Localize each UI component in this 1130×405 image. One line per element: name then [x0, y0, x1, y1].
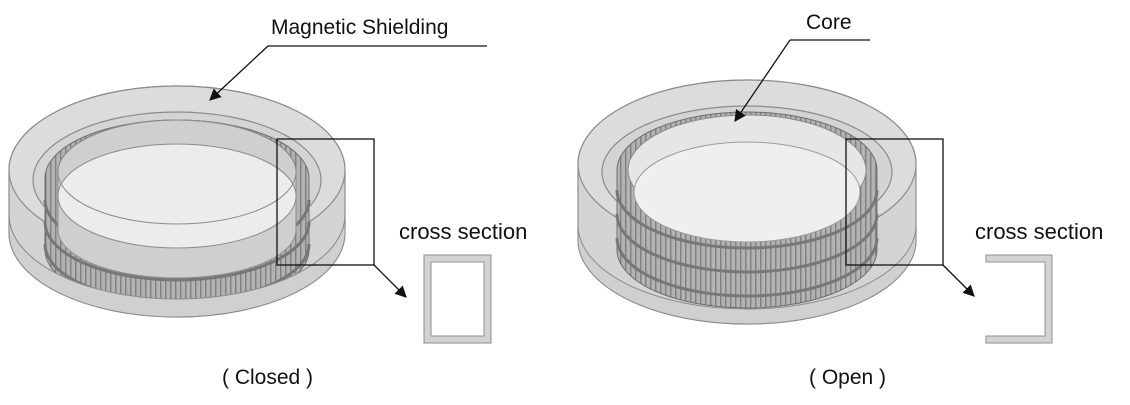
core-label: Core [806, 11, 852, 34]
core-leader [734, 39, 791, 122]
magnetic-shielding-label: Magnetic Shielding [271, 16, 449, 39]
closed-shield-front-band [8, 214, 346, 318]
open-detail-arrow [942, 264, 975, 297]
open-caption: ( Open ) [809, 366, 887, 389]
closed-detail-arrow [373, 264, 407, 298]
open-shield-bottom-lip [577, 224, 917, 325]
open-cross-section-label: cross section [975, 219, 1104, 244]
closed-inner-opening [57, 143, 297, 249]
open-cross-section-profile [985, 254, 1053, 344]
closed-cross-section-profile [423, 254, 492, 344]
closed-detail-box [276, 138, 375, 266]
open-shield-assembly [577, 79, 917, 325]
magnetic-shielding-leader [209, 45, 269, 101]
open-detail-box [845, 138, 944, 266]
closed-shield-assembly [8, 85, 346, 318]
closed-cross-section-label: cross section [399, 219, 528, 244]
closed-caption: ( Closed ) [222, 366, 314, 389]
